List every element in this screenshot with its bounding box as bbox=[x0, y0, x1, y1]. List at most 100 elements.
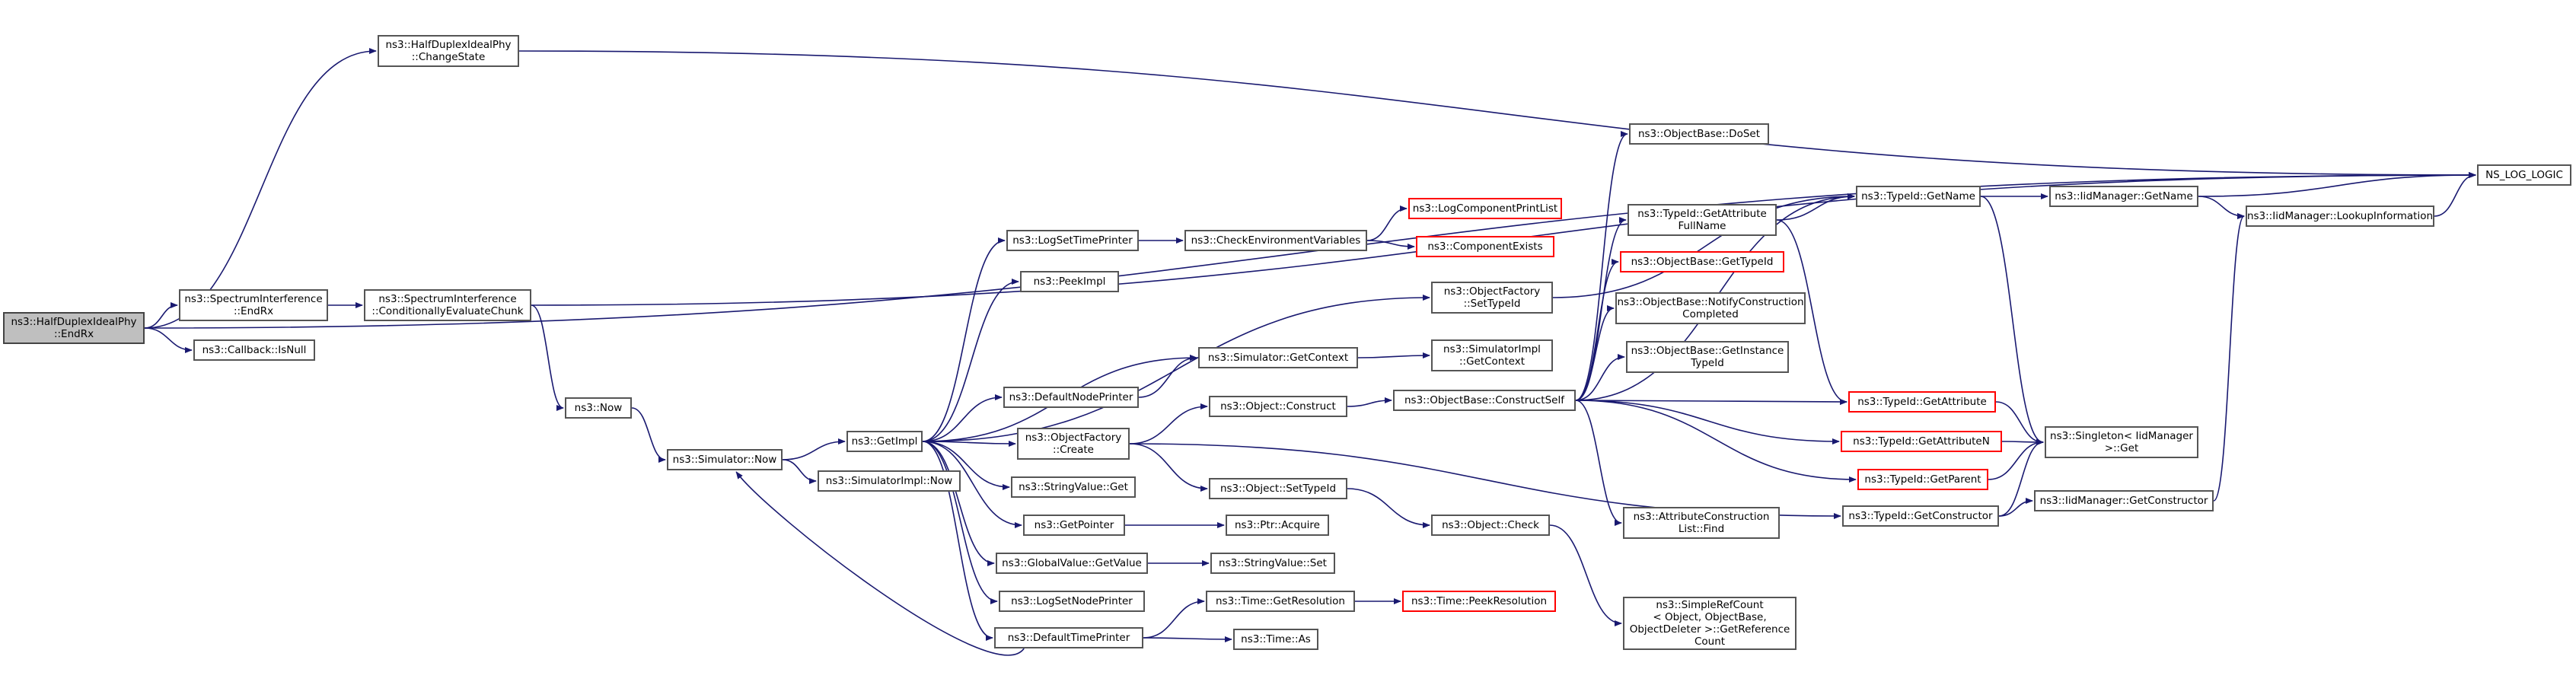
node-iidlookup[interactable]: ns3::IidManager::LookupInformation bbox=[2246, 206, 2434, 227]
edge-obconstructself-to-tidgetattr bbox=[1575, 398, 1848, 405]
edge-objconstruct-to-obconstructself bbox=[1347, 397, 1392, 407]
edge-objsettypeid-to-objcheck bbox=[1347, 488, 1430, 528]
node-root: ns3::HalfDuplexIdealPhy::EndRx bbox=[3, 312, 145, 344]
node-label-line: ns3::TypeId::GetParent bbox=[1864, 473, 1981, 486]
node-label-line: ns3::Object::Construct bbox=[1220, 400, 1336, 413]
node-label-line: TypeId bbox=[1691, 357, 1724, 369]
edge-tidgetname-to-singleton bbox=[1980, 196, 2044, 445]
node-label-line: ns3::ObjectBase::DoSet bbox=[1637, 128, 1761, 140]
edge-obconstructself-to-obnotify bbox=[1575, 305, 1615, 401]
node-obdoset[interactable]: ns3::ObjectBase::DoSet bbox=[1629, 123, 1769, 145]
node-strget[interactable]: ns3::StringValue::Get bbox=[1011, 476, 1136, 498]
edge-defnode-to-simgetctx bbox=[1138, 355, 1197, 398]
node-ptracquire[interactable]: ns3::Ptr::Acquire bbox=[1226, 515, 1329, 536]
node-timegetres[interactable]: ns3::Time::GetResolution bbox=[1206, 591, 1355, 612]
node-simgetctx[interactable]: ns3::Simulator::GetContext bbox=[1198, 347, 1358, 368]
edge-getimpl-to-ofcreate bbox=[922, 440, 1016, 447]
node-peekres[interactable]: ns3::Time::PeekResolution bbox=[1402, 591, 1556, 612]
node-label-line: ns3::TypeId::GetAttribute bbox=[1857, 396, 1987, 408]
node-objcheck[interactable]: ns3::Object::Check bbox=[1431, 515, 1550, 536]
edge-obconstructself-to-tidgetattrn bbox=[1575, 400, 1840, 444]
node-label-line: ::GetContext bbox=[1459, 355, 1526, 368]
node-ofsettypeid[interactable]: ns3::ObjectFactory::SetTypeId bbox=[1431, 282, 1553, 314]
node-simimplgetctx[interactable]: ns3::SimulatorImpl::GetContext bbox=[1431, 339, 1553, 371]
node-label-line: ns3::Singleton< IidManager bbox=[2050, 430, 2193, 442]
node-condeval[interactable]: ns3::SpectrumInterference::Conditionally… bbox=[364, 289, 531, 321]
node-tidgetattrn[interactable]: ns3::TypeId::GetAttributeN bbox=[1841, 431, 2002, 452]
node-ofcreate[interactable]: ns3::ObjectFactory::Create bbox=[1017, 428, 1130, 460]
node-obgettypeid[interactable]: ns3::ObjectBase::GetTypeId bbox=[1620, 251, 1784, 272]
node-checkenv[interactable]: ns3::CheckEnvironmentVariables bbox=[1184, 230, 1367, 251]
node-objconstruct[interactable]: ns3::Object::Construct bbox=[1209, 396, 1347, 417]
edge-objcheck-to-simplerefcount bbox=[1549, 524, 1622, 626]
node-tidgetconstructor[interactable]: ns3::TypeId::GetConstructor bbox=[1842, 505, 1999, 527]
edge-iidgetconstructor-to-iidlookup bbox=[2213, 213, 2245, 502]
node-label-line: ns3::Now bbox=[574, 402, 623, 414]
node-label-line: ns3::IidManager::GetConstructor bbox=[2039, 495, 2208, 507]
node-nslog[interactable]: NS_LOG_LOGIC bbox=[2477, 164, 2571, 186]
node-label-line: ns3::StringValue::Get bbox=[1019, 481, 1128, 493]
node-tidgetattr[interactable]: ns3::TypeId::GetAttribute bbox=[1848, 391, 1996, 413]
node-defnode[interactable]: ns3::DefaultNodePrinter bbox=[1003, 387, 1139, 408]
node-label-line: ns3::AttributeConstruction bbox=[1633, 511, 1770, 523]
node-label-line: ns3::SpectrumInterference bbox=[184, 293, 323, 305]
node-label-line: Count bbox=[1694, 636, 1726, 648]
node-compexists[interactable]: ns3::ComponentExists bbox=[1416, 236, 1554, 257]
node-label-line: ns3::TypeId::GetConstructor bbox=[1848, 510, 1993, 522]
node-label-line: ns3::DefaultTimePrinter bbox=[1007, 632, 1130, 644]
node-tidgetparent[interactable]: ns3::TypeId::GetParent bbox=[1857, 469, 1988, 490]
node-label-line: ::EndRx bbox=[233, 305, 274, 317]
node-gvgetvalue[interactable]: ns3::GlobalValue::GetValue bbox=[996, 553, 1148, 574]
node-label-line: ns3::CheckEnvironmentVariables bbox=[1191, 234, 1361, 247]
node-label-line: ns3::IidManager::GetName bbox=[2055, 190, 2193, 202]
node-getpointer[interactable]: ns3::GetPointer bbox=[1023, 515, 1125, 536]
edge-deftime-to-timeas bbox=[1143, 636, 1232, 642]
node-simplerefcount[interactable]: ns3::SimpleRefCount< Object, ObjectBase,… bbox=[1623, 597, 1797, 650]
node-label-line: Completed bbox=[1682, 308, 1739, 320]
node-logsetnode[interactable]: ns3::LogSetNodePrinter bbox=[999, 591, 1145, 612]
node-singleton[interactable]: ns3::Singleton< IidManager>::Get bbox=[2045, 426, 2198, 458]
node-now[interactable]: ns3::Now bbox=[565, 397, 632, 419]
node-getimpl[interactable]: ns3::GetImpl bbox=[846, 431, 923, 452]
node-peekimpl[interactable]: ns3::PeekImpl bbox=[1020, 271, 1119, 292]
node-simnow[interactable]: ns3::Simulator::Now bbox=[667, 449, 783, 470]
node-label-line: ns3::Simulator::Now bbox=[672, 454, 777, 466]
node-isnull[interactable]: ns3::Callback::IsNull bbox=[193, 339, 315, 361]
node-label-line: ::EndRx bbox=[53, 328, 94, 340]
edge-obconstructself-to-obgetinst bbox=[1575, 354, 1625, 401]
node-label-line: ns3::ObjectBase::NotifyConstruction bbox=[1617, 296, 1804, 308]
node-label-line: ns3::Object::SetTypeId bbox=[1219, 483, 1337, 495]
node-label-line: ns3::LogSetTimePrinter bbox=[1012, 234, 1133, 247]
node-timeas[interactable]: ns3::Time::As bbox=[1233, 629, 1318, 650]
node-label-line: ns3::Time::PeekResolution bbox=[1411, 595, 1548, 607]
node-label-line: ns3::ComponentExists bbox=[1427, 241, 1543, 253]
node-label-line: ns3::HalfDuplexIdealPhy bbox=[11, 316, 137, 328]
node-label-line: ::Create bbox=[1053, 444, 1094, 456]
node-tidgetname[interactable]: ns3::TypeId::GetName bbox=[1856, 186, 1981, 207]
node-changestate[interactable]: ns3::HalfDuplexIdealPhy::ChangeState bbox=[378, 35, 519, 67]
node-label-line: ObjectDeleter >::GetReference bbox=[1629, 623, 1790, 636]
edge-tidgetattrfull-to-tidgetname bbox=[1776, 193, 1855, 221]
node-label-line: List::Find bbox=[1678, 523, 1725, 535]
edge-obconstructself-to-tidgetparent bbox=[1575, 400, 1857, 483]
node-objsettypeid[interactable]: ns3::Object::SetTypeId bbox=[1209, 478, 1347, 499]
node-logsettime[interactable]: ns3::LogSetTimePrinter bbox=[1006, 230, 1139, 251]
node-iidgetconstructor[interactable]: ns3::IidManager::GetConstructor bbox=[2034, 490, 2214, 511]
node-simimplnow[interactable]: ns3::SimulatorImpl::Now bbox=[818, 470, 961, 492]
edge-root-to-nslog bbox=[144, 172, 2476, 329]
node-label-line: ns3::IidManager::LookupInformation bbox=[2246, 210, 2434, 222]
node-specendrx[interactable]: ns3::SpectrumInterference::EndRx bbox=[179, 289, 328, 321]
node-strset[interactable]: ns3::StringValue::Set bbox=[1210, 553, 1335, 574]
node-label-line: ns3::PeekImpl bbox=[1033, 276, 1106, 288]
node-logcomplist[interactable]: ns3::LogComponentPrintList bbox=[1408, 198, 1562, 219]
node-deftime[interactable]: ns3::DefaultTimePrinter bbox=[994, 627, 1143, 648]
node-obconstructself[interactable]: ns3::ObjectBase::ConstructSelf bbox=[1393, 390, 1576, 411]
node-iidgetname[interactable]: ns3::IidManager::GetName bbox=[2049, 186, 2198, 207]
edge-getimpl-to-defnode bbox=[922, 394, 1003, 442]
edge-getimpl-to-deftime bbox=[922, 441, 993, 641]
